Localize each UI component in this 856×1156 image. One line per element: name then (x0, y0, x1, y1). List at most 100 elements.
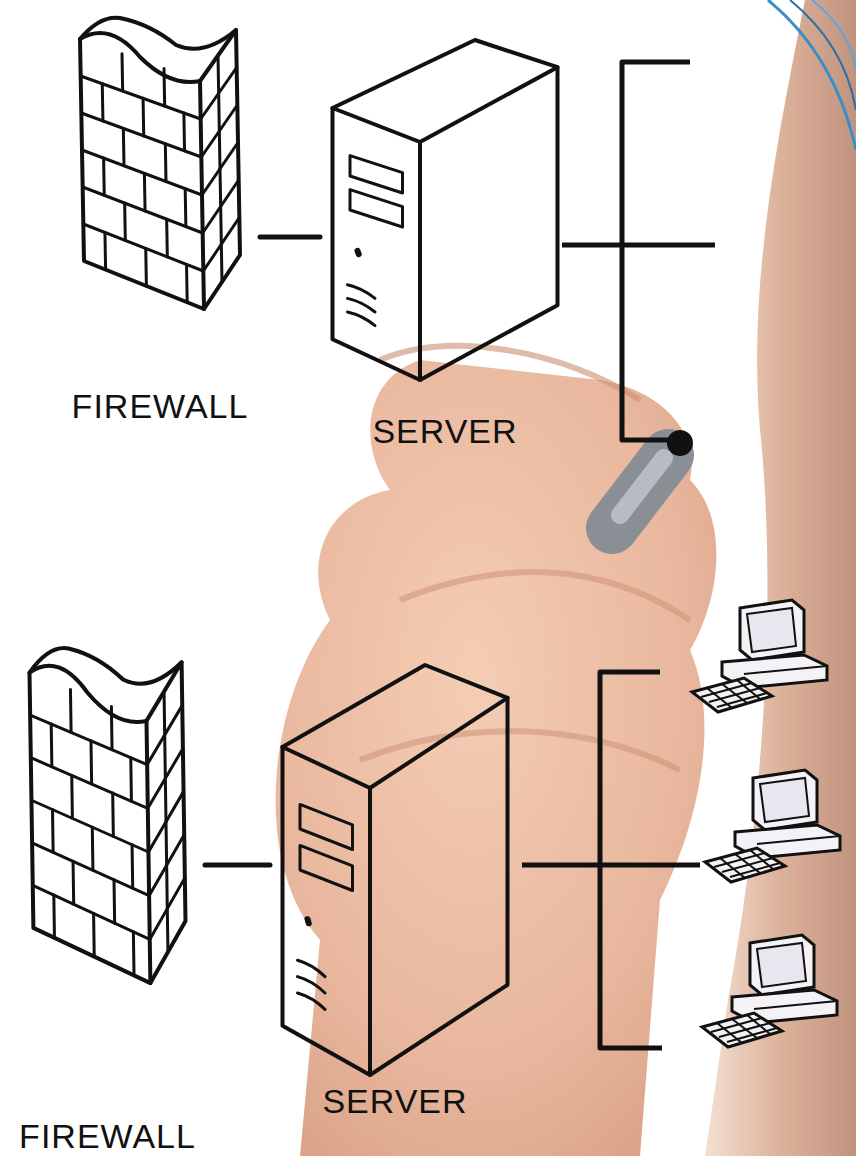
face (705, 0, 856, 1156)
brick-joint (165, 219, 169, 257)
drive-slot (350, 190, 403, 227)
server-top (283, 665, 508, 788)
brick-joint (142, 98, 146, 136)
firewall-symbol (10, 645, 205, 990)
server-symbol (270, 665, 520, 1075)
label-box: SERVER (320, 413, 570, 450)
brick-joint (163, 68, 167, 106)
firewall-node: FIREWALL (60, 15, 260, 425)
brick-joint (185, 264, 189, 302)
server-node: SERVER (270, 665, 520, 1120)
brick-joint (217, 56, 221, 94)
brick-joint (165, 865, 169, 908)
brick-joint (132, 932, 136, 976)
brick-joint (218, 131, 222, 169)
vent-line (348, 312, 376, 326)
brick-line (31, 792, 183, 852)
brick-joint (163, 692, 167, 735)
brick-joint (102, 158, 106, 195)
node-label: SERVER (372, 413, 517, 450)
brick-joint (131, 845, 135, 889)
brick-joint (89, 741, 93, 784)
server-side (370, 698, 508, 1075)
label-box: FIREWALL (60, 388, 260, 425)
label-box: SERVER (270, 1083, 520, 1120)
vent-line (298, 977, 326, 993)
vent-line (348, 298, 376, 312)
brick-joint (166, 909, 170, 952)
marker-pen (612, 455, 668, 528)
brick-joint (69, 690, 73, 733)
brick-joint (143, 173, 147, 211)
network-link (205, 863, 270, 868)
computer-icon (702, 935, 837, 1047)
marker-tip (667, 430, 693, 456)
power-dot (358, 251, 359, 254)
brick-joint (123, 203, 127, 240)
brick-joint (113, 880, 117, 923)
corner-arc (768, 0, 856, 150)
brick-line (31, 749, 183, 809)
power-dot (308, 919, 309, 923)
brick-joint (111, 793, 115, 836)
network-bracket (622, 62, 690, 440)
brick-joint (72, 861, 76, 904)
corner-arc (812, 0, 856, 70)
brick-line (83, 218, 239, 272)
node-label: SERVER (322, 1083, 467, 1120)
network-wire (522, 863, 700, 868)
brick-joint (163, 735, 167, 778)
server-top (333, 40, 558, 142)
brick-joint (101, 84, 105, 121)
node-label: FIREWALL (19, 1118, 196, 1155)
brick-joint (184, 189, 188, 227)
brick-line (83, 180, 239, 233)
server-node: SERVER (320, 40, 570, 450)
brick-joint (51, 810, 55, 853)
brick-joint (110, 706, 114, 749)
label-box: FIREWALL (10, 1118, 205, 1155)
corner-arc (790, 0, 856, 110)
brick-joint (219, 169, 223, 207)
brick-joint (220, 244, 224, 282)
brick-joint (164, 144, 168, 182)
finger-crease (400, 572, 690, 620)
brick-joint (92, 913, 96, 956)
brick-joint (52, 895, 56, 938)
brick-joint (121, 54, 125, 91)
firewall-front (30, 666, 151, 983)
brick-joint (122, 128, 126, 165)
vent-line (298, 960, 326, 976)
network-link (260, 235, 320, 240)
brick-joint (103, 232, 107, 269)
computer-icon (705, 770, 840, 882)
brick-line (82, 143, 238, 196)
drive-slot (300, 804, 353, 849)
server-front (283, 747, 371, 1075)
brick-line (33, 878, 185, 940)
network-wire (562, 243, 715, 248)
brick-joint (129, 758, 133, 802)
brick-joint (70, 775, 74, 818)
drive-slot (300, 845, 353, 890)
vent-line (348, 285, 376, 299)
brick-joint (50, 724, 54, 767)
firewall-top (30, 648, 182, 684)
computer-icon (692, 600, 827, 712)
server-side (420, 67, 558, 380)
network-bracket (600, 672, 662, 1048)
brick-joint (164, 778, 168, 821)
brick-joint (144, 248, 148, 286)
marker-highlight (620, 458, 664, 515)
brick-joint (91, 827, 95, 870)
firewall-top (80, 18, 236, 49)
brick-joint (219, 207, 223, 245)
brick-joint (165, 822, 169, 865)
brick-line (81, 105, 237, 157)
firewall-node: FIREWALL (10, 645, 205, 1155)
brick-line (32, 835, 184, 896)
server-front (333, 108, 421, 380)
